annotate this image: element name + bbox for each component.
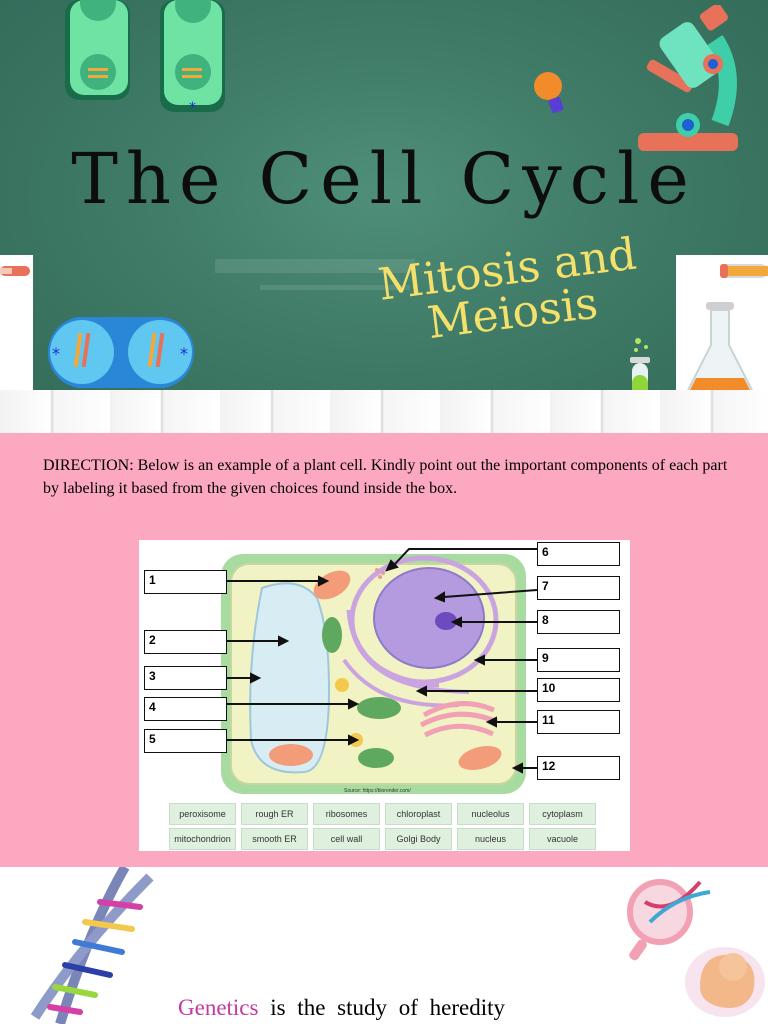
- label-box-5[interactable]: 5: [144, 729, 227, 753]
- direction-text: DIRECTION: Below is an example of a plan…: [43, 457, 728, 497]
- label-box-2[interactable]: 2: [144, 630, 227, 654]
- choice-chloroplast[interactable]: chloroplast: [385, 803, 452, 825]
- choice-vacuole[interactable]: vacuole: [529, 828, 596, 850]
- choice-nucleolus[interactable]: nucleolus: [457, 803, 524, 825]
- chalkboard-banner: * * *: [0, 0, 768, 433]
- plant-cell-illustration: [221, 548, 538, 794]
- label-box-12[interactable]: 12: [537, 756, 620, 780]
- wooden-floor: [0, 390, 768, 433]
- dividing-cell-horizontal-icon: * *: [47, 317, 195, 388]
- label-box-10[interactable]: 10: [537, 678, 620, 702]
- genetics-keyword: Genetics: [178, 995, 259, 1020]
- chalk-smudge: [215, 259, 415, 273]
- lightbulb-icon: [534, 72, 564, 114]
- label-box-6[interactable]: 6: [537, 542, 620, 566]
- label-box-11[interactable]: 11: [537, 710, 620, 734]
- label-box-3[interactable]: 3: [144, 666, 227, 690]
- genetics-statement: Genetics is the study of heredity: [178, 995, 505, 1021]
- genetics-definition: is the study of heredity: [270, 995, 506, 1020]
- microscope-icon: [638, 5, 738, 151]
- choice-cell-wall[interactable]: cell wall: [313, 828, 380, 850]
- svg-text:*: *: [52, 344, 60, 363]
- label-box-8[interactable]: 8: [537, 610, 620, 634]
- choice-golgi-body[interactable]: Golgi Body: [385, 828, 452, 850]
- choice-peroxisome[interactable]: peroxisome: [169, 803, 236, 825]
- chalk-smudge: [260, 285, 410, 290]
- label-box-9[interactable]: 9: [537, 648, 620, 672]
- choice-ribosomes[interactable]: ribosomes: [313, 803, 380, 825]
- test-tube-right-icon: [720, 264, 768, 278]
- magnifier-dna-baby-icon: [627, 879, 765, 1017]
- svg-text:*: *: [180, 344, 188, 363]
- page-title: The Cell Cycle: [71, 138, 697, 220]
- choice-nucleus[interactable]: nucleus: [457, 828, 524, 850]
- side-panel-left: [0, 255, 33, 415]
- label-box-1[interactable]: 1: [144, 570, 227, 594]
- svg-text:*: *: [189, 100, 196, 115]
- label-box-7[interactable]: 7: [537, 576, 620, 600]
- choice-cytoplasm[interactable]: cytoplasm: [529, 803, 596, 825]
- plant-cell-diagram: Source: https://biorender.com/ 1 2 3 4 5…: [139, 540, 630, 851]
- dividing-cell-icon: *: [65, 0, 225, 115]
- image-source: Source: https://biorender.com/: [344, 788, 411, 794]
- footer-section: [0, 867, 768, 1024]
- choice-rough-er[interactable]: rough ER: [241, 803, 308, 825]
- label-box-4[interactable]: 4: [144, 697, 227, 721]
- choice-smooth-er[interactable]: smooth ER: [241, 828, 308, 850]
- dna-helix-icon: [30, 867, 154, 1024]
- test-tube-left-icon: [0, 266, 30, 276]
- choice-mitochondrion[interactable]: mitochondrion: [169, 828, 236, 850]
